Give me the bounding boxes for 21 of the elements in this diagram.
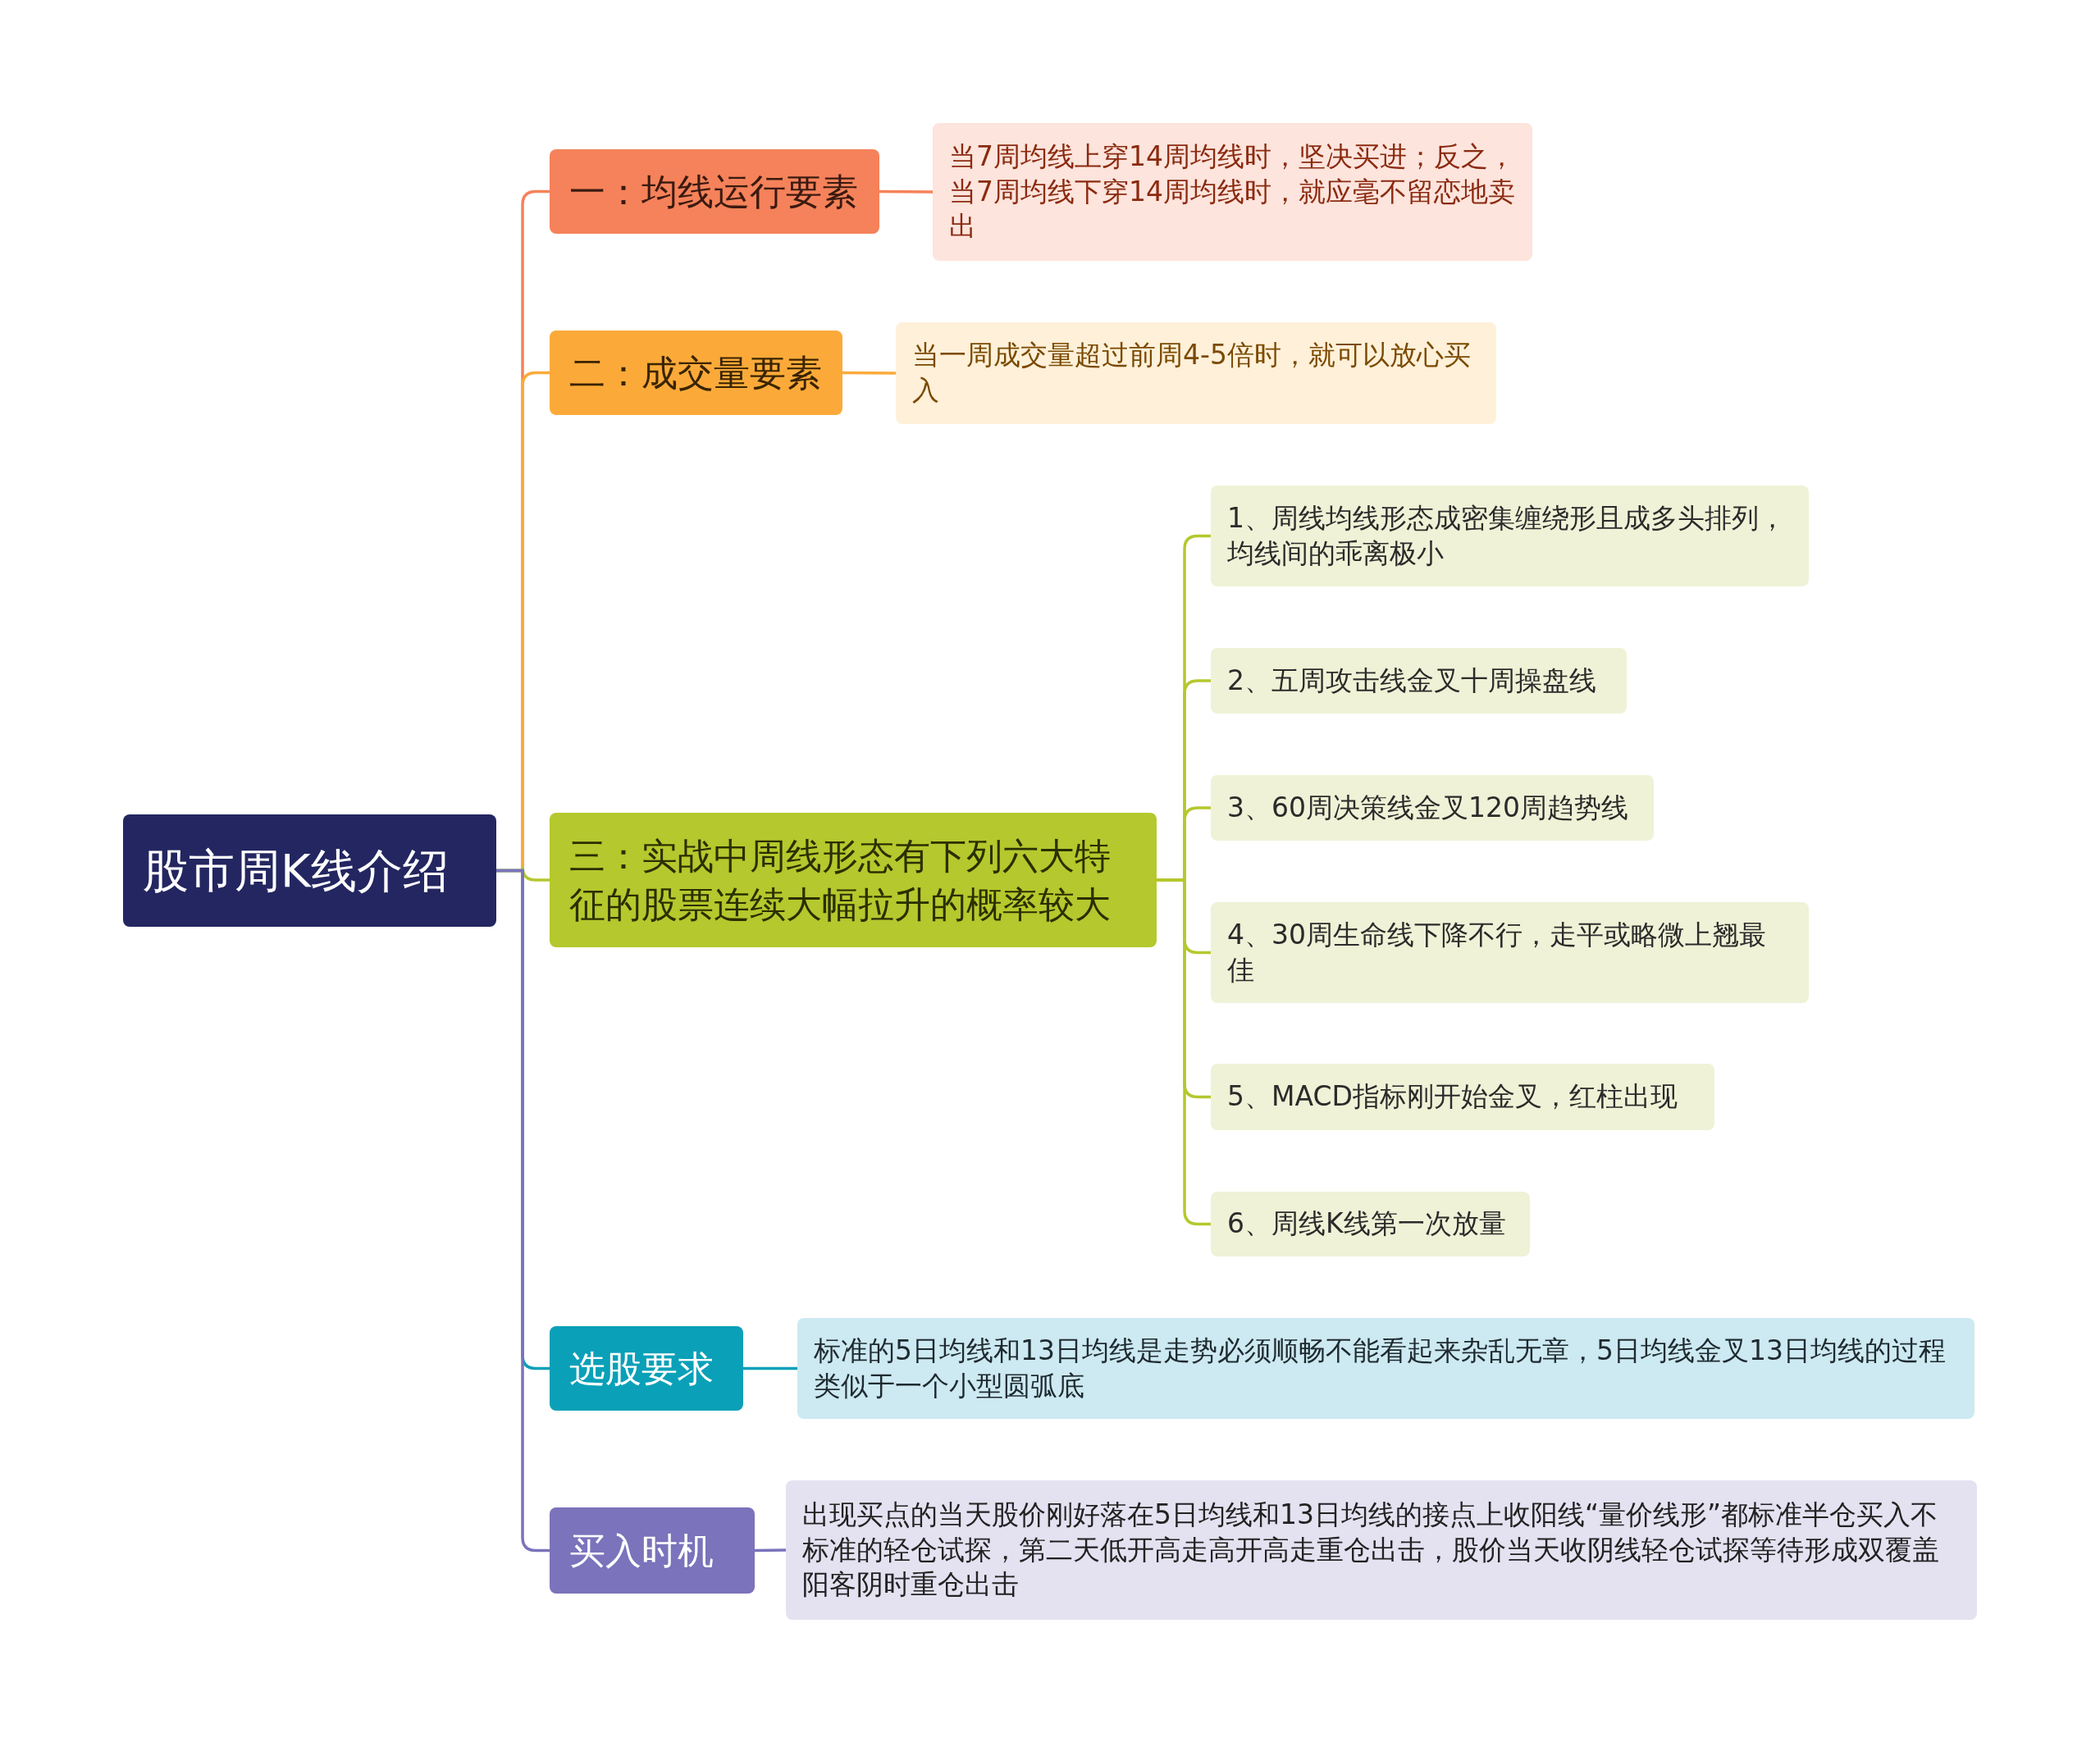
connector-line — [743, 1366, 797, 1370]
connector-line — [842, 371, 896, 375]
root-title: 股市周K线介绍 — [143, 842, 450, 899]
topic-text: 标准的5日均线和13日均线是走势必须顺畅不能看起来杂乱无章，5日均线金叉13日均线的过程类似于一个小型圆弧底 — [814, 1333, 1947, 1403]
topic-text: 2、五周攻击线金叉十周操盘线 — [1227, 663, 1597, 698]
topic-text: 3、60周决策线金叉120周趋势线 — [1227, 790, 1629, 825]
topic-text: 二：成交量要素 — [569, 350, 823, 395]
topic-text: 5、MACD指标刚开始金叉，红柱出现 — [1227, 1079, 1678, 1115]
connector-line — [879, 189, 933, 194]
topic-text: 选股要求 — [569, 1346, 714, 1391]
connector-line — [754, 1548, 787, 1553]
connector-line — [1157, 878, 1211, 1226]
topic-text: 1、周线均线形态成密集缠绕形且成多头排列，均线间的乖离极小 — [1227, 500, 1787, 571]
topic-text: 当7周均线上穿14周均线时，坚决买进；反之，当7周均线下穿14周均线时，就应毫不留恋地卖出 — [949, 139, 1516, 244]
topic-text: 当一周成交量超过前周4-5倍时，就可以放心买入 — [912, 338, 1472, 408]
topic-text: 6、周线K线第一次放量 — [1227, 1206, 1507, 1242]
topic-text: 买入时机 — [569, 1528, 714, 1573]
topic-text: 一：均线运行要素 — [569, 169, 859, 214]
topic-text: 三：实战中周线形态有下列六大特征的股票连续大幅拉升的概率较大 — [569, 833, 1112, 927]
topic-text: 出现买点的当天股价刚好落在5日均线和13日均线的接点上收阳线“量价线形”都标准半仓买入不标准的轻仓试探，第二天低开高走高开高走重仓出击，股价当天收阴线轻仓试探等待形成双覆盖阳客阴时重仓出击 — [802, 1497, 1940, 1603]
topic-text: 4、30周生命线下降不行，走平或略微上翘最佳 — [1227, 917, 1767, 987]
